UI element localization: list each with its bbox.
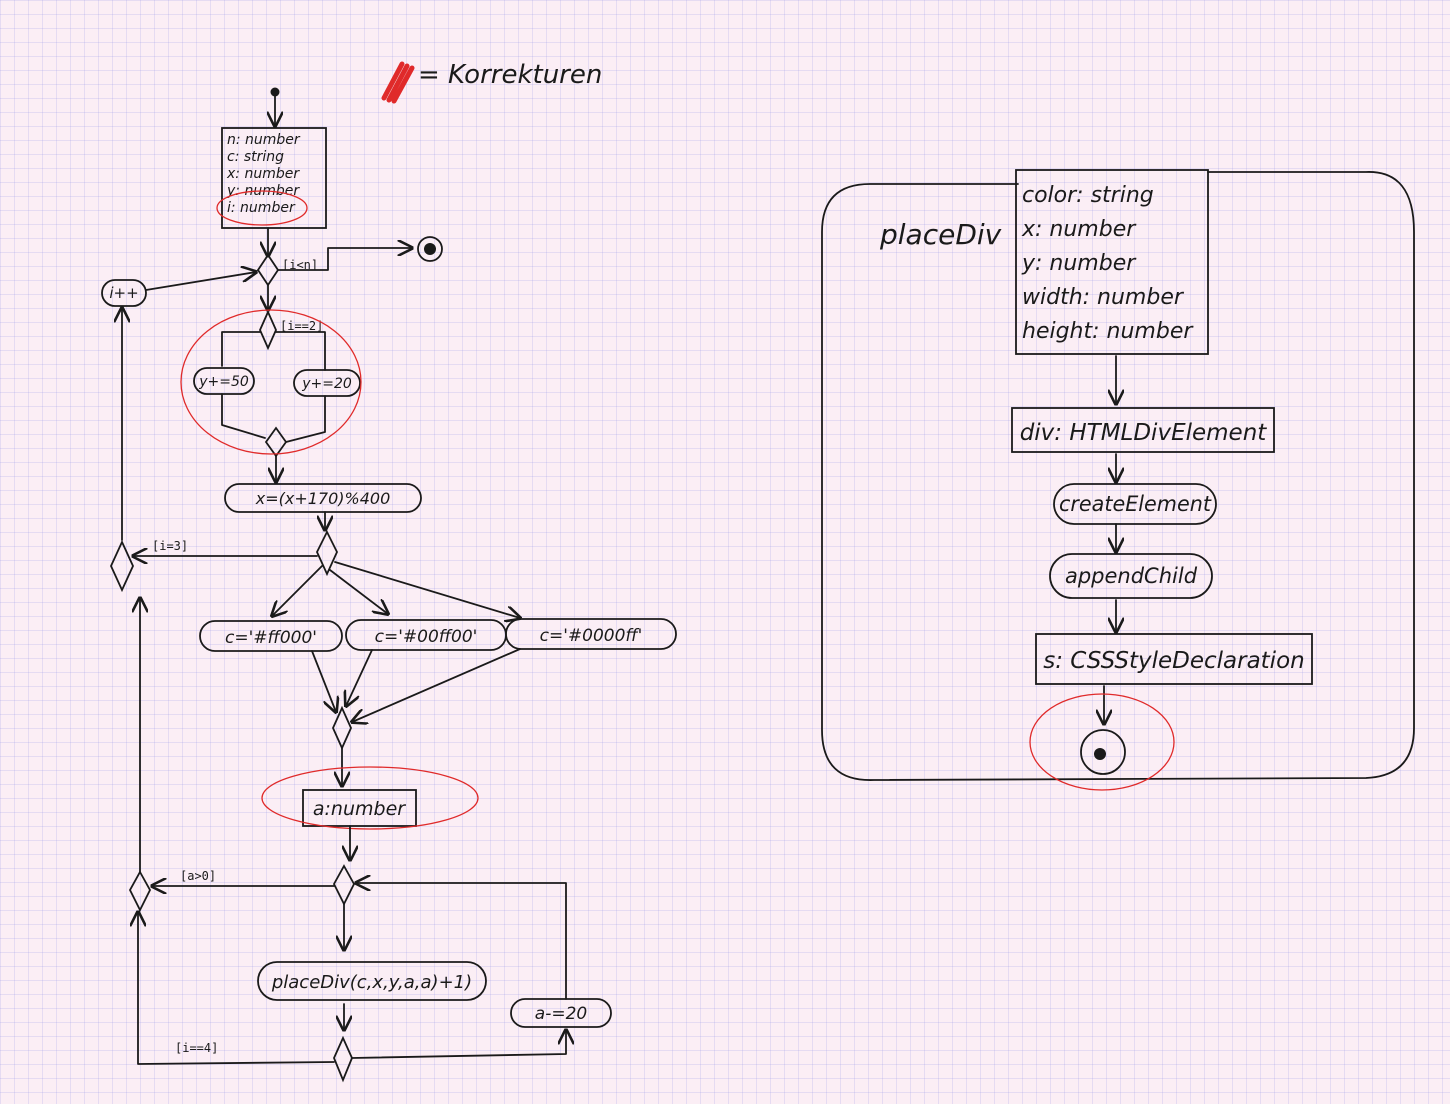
correction-circle-end bbox=[1029, 693, 1175, 791]
guard-i-eq-2: [i==2] bbox=[280, 319, 323, 333]
edge-i3-c3 bbox=[334, 561, 520, 618]
correction-circle-y-branch bbox=[180, 309, 362, 455]
activity-frame bbox=[821, 171, 1415, 781]
var-n: n: number bbox=[227, 132, 301, 148]
guard-a-gt-0: [a>0] bbox=[180, 869, 216, 883]
append-child-node bbox=[1049, 553, 1213, 599]
variable-list: n: number c: string x: number y: number … bbox=[226, 132, 301, 216]
param-color: color: string bbox=[1022, 183, 1154, 208]
a-declaration-label: a:number bbox=[313, 798, 406, 820]
c-blue-label: c='#0000ff' bbox=[540, 626, 643, 646]
c-red-label: c='#ff000' bbox=[225, 628, 317, 648]
edge-c1-merge bbox=[311, 650, 336, 712]
c-red-node bbox=[199, 620, 343, 652]
left-merge-diamond bbox=[110, 539, 134, 593]
edge-dec-loop bbox=[356, 883, 567, 1000]
y-plus-50-label: y+=50 bbox=[198, 374, 249, 390]
y-plus-20-label: y+=20 bbox=[301, 376, 352, 392]
placediv-call-label: placeDiv(c,x,y,a,a)+1) bbox=[271, 972, 472, 993]
main-flow: n: number c: string x: number y: number … bbox=[101, 87, 677, 1083]
legend-text: = Korrekturen bbox=[418, 60, 602, 90]
edge-i3-c2 bbox=[329, 569, 388, 614]
var-i: i: number bbox=[227, 200, 296, 216]
placediv-activity: placeDiv color: string x: number y: numb… bbox=[821, 169, 1415, 791]
i-increment-label: i++ bbox=[109, 284, 138, 302]
i-increment-node bbox=[101, 279, 147, 307]
edge-c2-merge bbox=[346, 649, 373, 706]
param-height: height: number bbox=[1022, 319, 1194, 344]
edge-i3-c1 bbox=[272, 565, 323, 616]
parameter-box bbox=[1015, 169, 1209, 355]
edge-y50-merge bbox=[221, 393, 266, 439]
edge-i4-right bbox=[351, 1030, 566, 1059]
end-node-outer bbox=[417, 236, 443, 262]
parameter-list: color: string x: number y: number width:… bbox=[1021, 183, 1194, 344]
i2-decision-diamond bbox=[259, 309, 277, 351]
activity-end-inner bbox=[1094, 748, 1106, 760]
activity-end-outer bbox=[1080, 729, 1126, 775]
a-declaration-box bbox=[302, 789, 417, 827]
var-x: x: number bbox=[226, 166, 300, 182]
append-child-label: appendChild bbox=[1065, 564, 1198, 588]
placediv-call-node bbox=[257, 961, 487, 1001]
red-marker-strokes bbox=[381, 61, 415, 104]
start-node bbox=[270, 87, 280, 97]
bottom-left-merge-diamond bbox=[128, 870, 152, 913]
param-x: x: number bbox=[1021, 217, 1137, 242]
edge-i2-left bbox=[221, 331, 261, 367]
edge-i2-right bbox=[275, 331, 326, 371]
x-update-node bbox=[224, 483, 422, 513]
corrections-legend: = Korrekturen bbox=[381, 60, 602, 104]
y-plus-50-node bbox=[193, 367, 255, 395]
style-declaration-box bbox=[1035, 633, 1313, 685]
param-y: y: number bbox=[1021, 251, 1137, 276]
a0-decision-diamond bbox=[332, 864, 356, 907]
i4-decision-diamond bbox=[333, 1035, 353, 1083]
c-blue-node bbox=[505, 618, 677, 650]
a-decrement-label: a-=20 bbox=[535, 1004, 587, 1024]
guard-i-eq-4: [i==4] bbox=[175, 1041, 218, 1055]
loop-merge-diamond bbox=[256, 253, 280, 287]
x-update-label: x=(x+170)%400 bbox=[255, 489, 391, 508]
guard-i-lt-n: [i<n] bbox=[282, 258, 318, 272]
y-plus-20-node bbox=[293, 369, 361, 397]
div-declaration-box bbox=[1011, 407, 1275, 453]
i3-decision-diamond bbox=[316, 529, 338, 577]
c-green-label: c='#00ff00' bbox=[375, 627, 478, 647]
end-node-inner bbox=[424, 243, 436, 255]
correction-circle-a bbox=[261, 766, 479, 830]
y-merge-diamond bbox=[264, 426, 288, 458]
create-element-node bbox=[1053, 483, 1217, 525]
div-declaration-label: div: HTMLDivElement bbox=[1020, 420, 1268, 446]
correction-circle-var-i bbox=[216, 190, 308, 226]
edge-c3-merge bbox=[352, 648, 521, 722]
create-element-label: createElement bbox=[1059, 492, 1212, 516]
edge-to-end bbox=[277, 248, 412, 271]
edge-inc-loop bbox=[145, 272, 256, 291]
activity-title: placeDiv bbox=[879, 218, 1002, 251]
var-c: c: string bbox=[227, 149, 284, 165]
variable-declaration-box bbox=[221, 127, 327, 229]
color-merge-diamond bbox=[332, 705, 352, 751]
param-width: width: number bbox=[1022, 285, 1185, 310]
a-decrement-node bbox=[510, 998, 612, 1028]
edge-y20-merge bbox=[285, 395, 326, 443]
guard-i-eq-3: [i=3] bbox=[152, 539, 188, 553]
edge-i4-left bbox=[138, 912, 335, 1065]
style-declaration-label: s: CSSStyleDeclaration bbox=[1043, 648, 1304, 674]
